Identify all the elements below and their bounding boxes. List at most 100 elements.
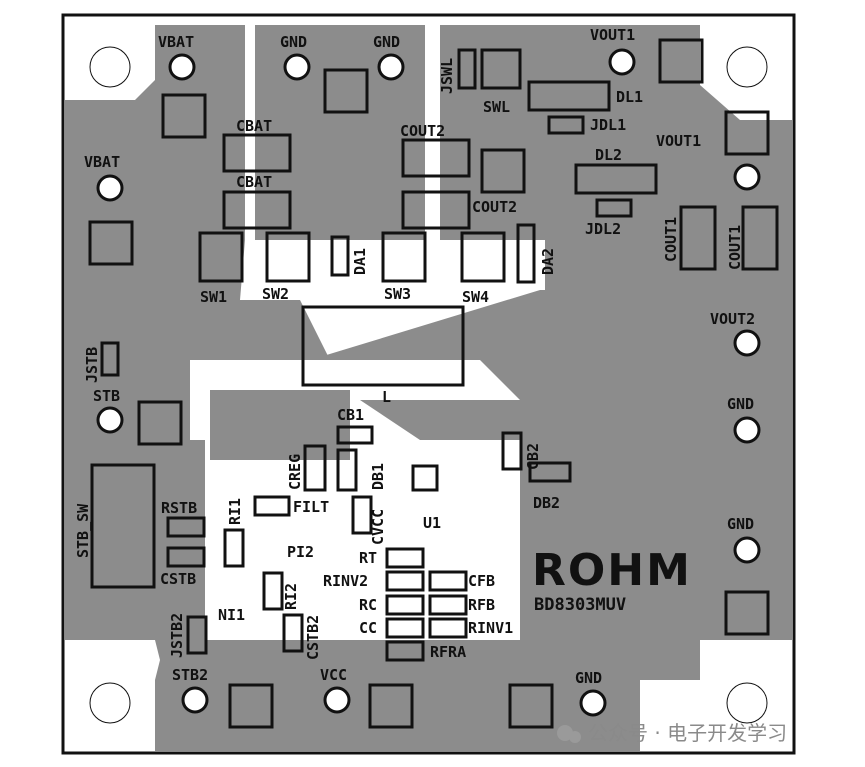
tp-gnd-1	[283, 53, 311, 81]
label-db1: DB1	[369, 463, 387, 490]
tp-gnd-right2	[733, 536, 761, 564]
label-cvcc: CVCC	[369, 509, 387, 545]
tp-stb	[96, 406, 124, 434]
test-points	[96, 48, 761, 717]
label-jdl1: JDL1	[590, 116, 626, 134]
filt	[253, 495, 291, 517]
cb1	[336, 425, 374, 445]
label-vbat-top: VBAT	[158, 33, 194, 51]
tp-vout2	[733, 329, 761, 357]
label-db2: DB2	[533, 494, 560, 512]
label-rc: RC	[359, 596, 377, 614]
pour-creg	[210, 390, 350, 460]
tp-gnd-right1	[733, 416, 761, 444]
pad-vbat-left	[88, 220, 134, 266]
rt	[385, 547, 425, 569]
label-vcc: VCC	[320, 666, 347, 684]
label-dl2: DL2	[595, 146, 622, 164]
label-gnd-bottom: GND	[575, 669, 602, 687]
label-cfb: CFB	[468, 572, 495, 590]
tp-gnd-bottom	[579, 689, 607, 717]
label-pi2: PI2	[287, 543, 314, 561]
jdl1	[547, 115, 585, 135]
tp-vout1-right	[733, 163, 761, 191]
cfb	[428, 570, 468, 592]
dl2	[574, 163, 658, 195]
rfra	[385, 640, 425, 662]
label-vout1-right: VOUT1	[656, 132, 701, 150]
cout1-1	[679, 205, 717, 271]
label-stb: STB	[93, 387, 120, 405]
label-ri2: RI2	[282, 583, 300, 610]
tp-vout1-top	[608, 48, 636, 76]
label-cout2-2: COUT2	[472, 198, 517, 216]
label-cb2: CB2	[524, 443, 542, 470]
label-cstb: CSTB	[160, 570, 196, 588]
cout2-1	[401, 138, 471, 178]
pad-vbat-top	[161, 93, 207, 139]
sw4	[460, 231, 506, 283]
label-cbat-2: CBAT	[236, 173, 272, 191]
ri1	[223, 528, 245, 568]
pad-vout1-top	[658, 38, 704, 84]
label-filt: FILT	[293, 498, 329, 516]
rstb	[166, 516, 206, 538]
label-cb1: CB1	[337, 406, 364, 424]
label-ni1: NI1	[218, 606, 245, 624]
label-sw1: SW1	[200, 288, 227, 306]
label-da1: DA1	[351, 248, 369, 275]
mounting-holes	[89, 46, 768, 724]
label-rinv2: RINV2	[323, 572, 368, 590]
label-cout1-1: COUT1	[662, 217, 680, 262]
pad-gnd	[323, 68, 369, 114]
watermark: 公众号 · 电子开发学习	[557, 721, 787, 745]
label-sw2: SW2	[262, 285, 289, 303]
creg	[303, 444, 327, 492]
cout2-2	[401, 190, 471, 230]
label-vout2: VOUT2	[710, 310, 755, 328]
label-vbat-left: VBAT	[84, 153, 120, 171]
label-stb2: STB2	[172, 666, 208, 684]
inductor-l	[301, 305, 465, 387]
pad-gnd-bottom	[508, 683, 554, 729]
mounting-hole-bl	[89, 682, 131, 724]
db1	[336, 448, 358, 492]
brand-logo: ROHM	[532, 545, 692, 596]
dl1	[527, 80, 611, 112]
tp-vbat-left	[96, 174, 124, 202]
pad-vcc	[368, 683, 414, 729]
tp-gnd-2	[377, 53, 405, 81]
label-ri1: RI1	[226, 498, 244, 525]
tp-vbat-top	[168, 53, 196, 81]
component-outlines	[88, 38, 779, 729]
jdl2	[595, 198, 633, 218]
label-cstb2: CSTB2	[304, 615, 322, 660]
swl	[480, 48, 522, 90]
label-rfb: RFB	[468, 596, 495, 614]
silkscreen-labels: VBAT GND GND VOUT1 VBAT CBAT CBAT COUT2 …	[74, 26, 755, 687]
label-gnd-right1: GND	[727, 395, 754, 413]
pour-right	[310, 290, 792, 751]
rfb	[428, 594, 468, 616]
db2	[528, 461, 572, 483]
tp-vcc	[323, 686, 351, 714]
label-gnd-right2: GND	[727, 515, 754, 533]
cstb	[166, 546, 206, 568]
label-l: L	[382, 388, 391, 406]
label-da2: DA2	[539, 248, 557, 275]
label-swl: SWL	[483, 98, 510, 116]
label-creg: CREG	[286, 454, 304, 490]
cb2	[501, 431, 523, 471]
label-gnd-1: GND	[280, 33, 307, 51]
cvcc	[351, 495, 373, 535]
cbat-1	[222, 133, 292, 173]
label-cout1-2: COUT1	[726, 225, 744, 270]
label-rstb: RSTB	[161, 499, 197, 517]
label-stb-sw: STB_SW	[74, 503, 92, 558]
pad-gnd-right2	[724, 590, 770, 636]
label-sw4: SW4	[462, 288, 489, 306]
label-rinv1: RINV1	[468, 619, 513, 637]
u1-ic	[411, 464, 439, 492]
label-jstb: JSTB	[83, 347, 101, 383]
rinv1	[428, 617, 468, 639]
